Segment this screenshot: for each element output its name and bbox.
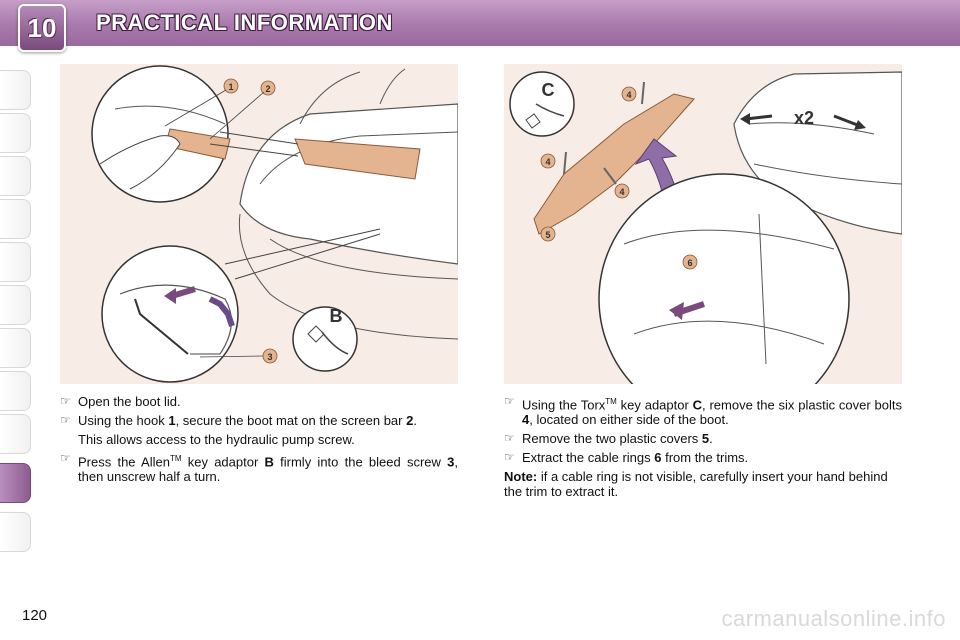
hand-pointer-icon: ☞ bbox=[60, 451, 71, 465]
watermark: carmanualsonline.info bbox=[721, 606, 946, 631]
page-number: 120 bbox=[22, 607, 48, 624]
chapter-tab[interactable] bbox=[0, 328, 31, 368]
chapter-tab[interactable] bbox=[0, 414, 31, 454]
trim-removal-illustration: 4 4 4 5 6 C x2 bbox=[504, 64, 902, 384]
instruction-note-access: This allows access to the hydraulic pump… bbox=[78, 432, 355, 447]
callout-6: 6 bbox=[687, 258, 692, 268]
instruction-extract-rings: ☞ Extract the cable rings 6 from the tri… bbox=[504, 450, 749, 466]
callout-5: 5 bbox=[545, 230, 550, 240]
instruction-press-allen: ☞ Press the AllenTM key adaptor B firmly… bbox=[60, 451, 458, 485]
right-instructions: ☞ Using the TorxTM key adaptor C, remove… bbox=[504, 394, 902, 499]
chapter-tab[interactable] bbox=[0, 512, 31, 552]
callout-4b: 4 bbox=[545, 157, 550, 167]
page-title: PRACTICAL INFORMATION bbox=[96, 10, 393, 35]
instruction-remove-covers: ☞ Remove the two plastic covers 5. bbox=[504, 431, 713, 447]
callout-4a: 4 bbox=[626, 90, 631, 100]
instruction-open-boot: ☞ Open the boot lid. bbox=[60, 394, 181, 409]
chapter-tabs bbox=[0, 70, 34, 570]
callout-4c: 4 bbox=[619, 187, 624, 197]
chapter-tab[interactable] bbox=[0, 242, 31, 282]
key-label-b: B bbox=[330, 306, 343, 326]
left-instructions: ☞ Open the boot lid. ☞ Using the hook 1,… bbox=[60, 394, 458, 488]
hand-pointer-icon: ☞ bbox=[504, 450, 515, 465]
chapter-badge: 10 bbox=[18, 4, 66, 52]
instruction-secure-mat: ☞ Using the hook 1, secure the boot mat … bbox=[60, 413, 417, 428]
hand-pointer-icon: ☞ bbox=[60, 394, 71, 408]
hand-pointer-icon: ☞ bbox=[504, 394, 515, 408]
chapter-tab[interactable] bbox=[0, 156, 31, 196]
instruction-remove-bolts: ☞ Using the TorxTM key adaptor C, remove… bbox=[504, 394, 902, 428]
note-paragraph: Note: if a cable ring is not visible, ca… bbox=[504, 469, 888, 500]
hand-pointer-icon: ☞ bbox=[60, 413, 71, 427]
callout-1: 1 bbox=[228, 82, 233, 92]
chapter-tab[interactable] bbox=[0, 70, 31, 110]
chapter-tab[interactable] bbox=[0, 285, 31, 325]
chapter-tab-active[interactable] bbox=[0, 463, 31, 503]
chapter-number: 10 bbox=[27, 12, 57, 43]
multiplier-label: x2 bbox=[794, 108, 814, 128]
chapter-tab[interactable] bbox=[0, 371, 31, 411]
callout-3: 3 bbox=[267, 352, 272, 362]
chapter-tab[interactable] bbox=[0, 113, 31, 153]
hand-pointer-icon: ☞ bbox=[504, 431, 515, 446]
page-header bbox=[0, 0, 960, 46]
callout-2: 2 bbox=[265, 84, 270, 94]
key-label-c: C bbox=[542, 80, 555, 100]
note-label: Note: bbox=[504, 469, 538, 485]
boot-mat-illustration: 1 2 3 B bbox=[60, 64, 458, 384]
chapter-tab[interactable] bbox=[0, 199, 31, 239]
